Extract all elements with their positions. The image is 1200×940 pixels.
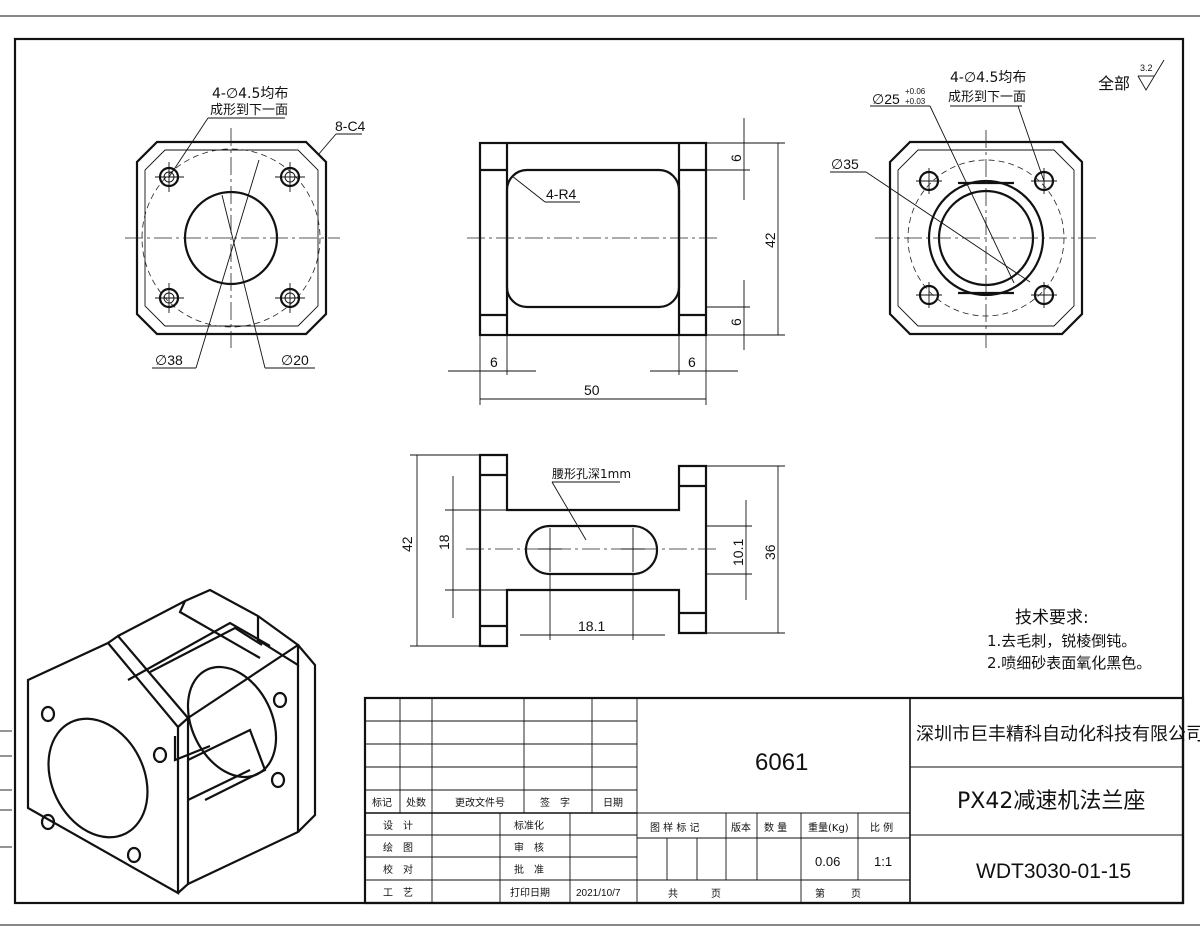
bolt-circle-38 <box>141 148 321 328</box>
company-name: 深圳市巨丰精科自动化科技有限公司 <box>916 724 1200 745</box>
dim-42-front: 42 <box>762 232 778 248</box>
dim-50: 50 <box>584 382 600 398</box>
label-total: 共 <box>668 888 678 900</box>
dim-6-right: 6 <box>688 354 696 370</box>
hdr-mark: 标记 <box>372 797 392 809</box>
dim-6-top: 6 <box>728 154 744 162</box>
dim-10-1: 10.1 <box>730 539 746 566</box>
row-design: 设 计 <box>383 819 413 832</box>
surface-value: 3.2 <box>1140 63 1153 73</box>
drawing-number: WDT3030-01-15 <box>976 860 1131 883</box>
top-view <box>410 453 785 648</box>
dim-d25: ∅25 <box>872 91 900 107</box>
hdr-date: 日期 <box>603 797 623 809</box>
dim-18: 18 <box>436 534 452 550</box>
dim-42-side: 42 <box>399 536 415 552</box>
isometric-view <box>26 588 317 895</box>
left-view-outline <box>135 140 328 336</box>
left-view <box>125 117 362 369</box>
hdr-count: 处数 <box>406 796 426 809</box>
dim-36: 36 <box>762 544 778 560</box>
hdr-stage: 图 样 标 记 <box>650 821 700 834</box>
front-window <box>505 168 681 309</box>
hdr-weight: 重量(Kg) <box>808 821 849 834</box>
row-std: 标准化 <box>514 819 544 832</box>
hdr-scale: 比 例 <box>870 821 893 834</box>
scale-value: 1:1 <box>874 854 892 869</box>
dim-6-left: 6 <box>490 354 498 370</box>
dim-18-1: 18.1 <box>578 618 605 634</box>
dim-d25-tol-down: +0.03 <box>905 97 926 106</box>
slot-outline <box>524 524 659 576</box>
label-sheet: 第 <box>815 887 825 900</box>
title-block <box>363 696 1185 905</box>
dim-6-bottom: 6 <box>728 318 744 326</box>
dim-d38: ∅38 <box>155 352 183 368</box>
hdr-qty: 数 量 <box>764 821 787 834</box>
surface-finish-symbol <box>1137 59 1165 91</box>
print-date: 2021/10/7 <box>576 888 621 899</box>
dim-d25-tol-up: +0.06 <box>905 87 926 96</box>
material: 6061 <box>755 749 808 776</box>
hdr-sign: 签 字 <box>540 796 570 809</box>
hdr-doc: 更改文件号 <box>455 796 505 809</box>
front-view <box>448 118 785 405</box>
note-holes-left: 4-∅4.5均布 <box>212 86 288 102</box>
tech-req-line2: 2.喷细砂表面氧化黑色。 <box>987 654 1151 672</box>
hdr-version: 版本 <box>731 821 751 834</box>
note-holes-right-2: 成形到下一面 <box>948 90 1026 105</box>
tech-req-title: 技术要求: <box>1015 608 1089 628</box>
label-page: 页 <box>711 888 721 900</box>
surface-all-label: 全部 <box>1098 74 1130 93</box>
row-draw: 绘 图 <box>383 841 413 854</box>
row-check: 校 对 <box>383 863 413 876</box>
note-chamfer: 8-C4 <box>335 118 366 134</box>
row-review: 审 核 <box>514 841 544 854</box>
note-slot-depth: 腰形孔深1mm <box>552 467 631 481</box>
note-holes-right: 4-∅4.5均布 <box>950 70 1026 86</box>
weight-value: 0.06 <box>815 854 840 869</box>
tech-req-line1: 1.去毛刺，锐棱倒钝。 <box>987 632 1136 650</box>
label-page-2: 页 <box>851 888 861 900</box>
dim-d20: ∅20 <box>281 352 309 368</box>
dim-r4: 4-R4 <box>546 186 577 202</box>
note-holes-left-2: 成形到下一面 <box>210 103 288 118</box>
row-print: 打印日期 <box>510 886 550 899</box>
row-approve: 批 准 <box>514 863 544 876</box>
right-view <box>830 59 1165 348</box>
part-name: PX42减速机法兰座 <box>957 789 1145 814</box>
row-process: 工 艺 <box>383 887 413 899</box>
dim-d35: ∅35 <box>831 156 859 172</box>
